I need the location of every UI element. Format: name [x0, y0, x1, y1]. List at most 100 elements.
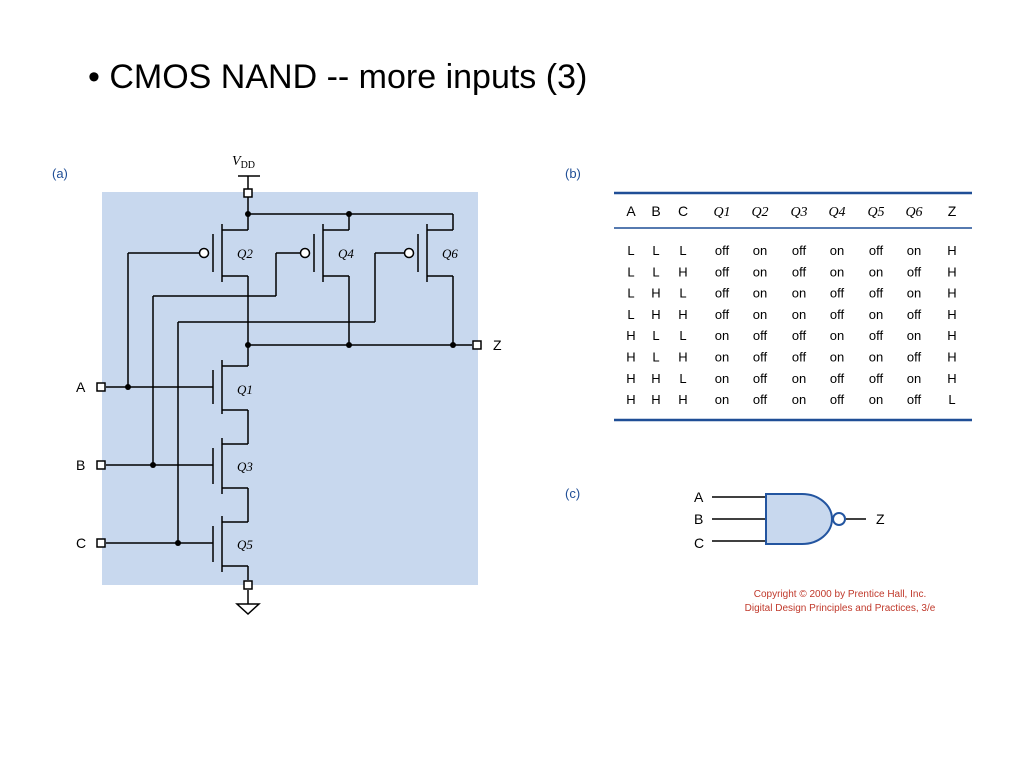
table-cell: on: [753, 286, 767, 301]
table-cell: on: [830, 264, 844, 279]
table-header-cell: Q4: [828, 205, 845, 220]
table-header-cell: Q1: [713, 205, 730, 220]
table-cell: L: [679, 371, 686, 386]
slide-title: • CMOS NAND -- more inputs (3): [88, 58, 588, 96]
table-cell: on: [753, 307, 767, 322]
table-cell: on: [792, 307, 806, 322]
table-cell: on: [753, 264, 767, 279]
table-cell: L: [679, 243, 686, 258]
table-cell: on: [715, 328, 729, 343]
table-header-cell: Q2: [751, 205, 768, 220]
table-cell: on: [907, 243, 921, 258]
schematic-background: [102, 192, 478, 585]
table-cell: H: [678, 264, 687, 279]
table-cell: H: [947, 286, 956, 301]
table-cell: on: [869, 350, 883, 365]
table-cell: L: [652, 328, 659, 343]
table-header-cell: B: [651, 203, 660, 219]
gate-input-a-label: A: [694, 489, 704, 505]
vdd-terminal: [243, 188, 253, 198]
copyright-line-2: Digital Design Principles and Practices,…: [744, 603, 936, 614]
gate-input-b-label: B: [694, 511, 703, 527]
table-header-cell: Q5: [867, 205, 884, 220]
table-cell: H: [651, 286, 660, 301]
table-cell: off: [869, 286, 884, 301]
table-cell: off: [753, 392, 768, 407]
input-c-label: C: [76, 535, 86, 551]
inversion-bubble: [832, 512, 846, 526]
table-cell: H: [678, 350, 687, 365]
gate-input-wires: [712, 496, 866, 542]
ground-terminal: [243, 580, 253, 590]
table-cell: H: [947, 328, 956, 343]
output-z-terminal: [472, 340, 482, 350]
table-cell: on: [715, 392, 729, 407]
table-cell: off: [715, 307, 730, 322]
table-cell: on: [753, 243, 767, 258]
gate-output-z-label: Z: [876, 511, 885, 527]
table-cell: H: [947, 307, 956, 322]
table-cell: off: [907, 264, 922, 279]
input-c-terminal: [96, 538, 106, 548]
junction-dots: [125, 211, 456, 546]
table-cell: off: [830, 392, 845, 407]
table-cell: H: [947, 350, 956, 365]
ground-icon: [235, 603, 261, 616]
table-cell: on: [792, 392, 806, 407]
table-cell: on: [907, 286, 921, 301]
table-cell: L: [652, 243, 659, 258]
table-cell: H: [651, 307, 660, 322]
table-header-cell: Z: [948, 203, 957, 219]
schematic-wires: [106, 175, 472, 604]
table-cell: off: [753, 371, 768, 386]
nand-gate-symbol: A B C Z: [694, 489, 885, 551]
table-cell: H: [626, 350, 635, 365]
table-cell: off: [907, 307, 922, 322]
table-cell: on: [830, 350, 844, 365]
input-a-label: A: [76, 379, 86, 395]
table-cell: L: [627, 243, 634, 258]
schematic-panel: VDD A B C Z Q2 Q4 Q6 Q1 Q3 Q5: [76, 154, 502, 616]
table-cell: off: [830, 371, 845, 386]
terminals: [96, 188, 482, 590]
table-cell: H: [626, 371, 635, 386]
table-cell: L: [627, 264, 634, 279]
table-cell: off: [715, 243, 730, 258]
table-cell: L: [679, 286, 686, 301]
table-cell: L: [679, 328, 686, 343]
table-cell: on: [715, 350, 729, 365]
table-cell: off: [715, 286, 730, 301]
table-cell: off: [869, 328, 884, 343]
table-cell: on: [715, 371, 729, 386]
table-cell: H: [947, 264, 956, 279]
table-cell: on: [830, 243, 844, 258]
table-cell: off: [907, 350, 922, 365]
table-cell: off: [753, 350, 768, 365]
table-cell: H: [626, 392, 635, 407]
input-b-terminal: [96, 460, 106, 470]
table-cell: L: [627, 286, 634, 301]
table-cell: H: [626, 328, 635, 343]
table-cell: on: [792, 286, 806, 301]
copyright-line-1: Copyright © 2000 by Prentice Hall, Inc.: [753, 589, 927, 600]
table-cell: H: [651, 371, 660, 386]
q5-label: Q5: [237, 537, 253, 552]
table-header-cell: Q3: [790, 205, 807, 220]
table-cell: off: [869, 243, 884, 258]
table-cell: off: [715, 264, 730, 279]
table-cell: off: [792, 328, 807, 343]
table-cell: H: [947, 243, 956, 258]
q2-label: Q2: [237, 246, 253, 261]
table-cell: L: [948, 392, 955, 407]
table-cell: H: [678, 307, 687, 322]
table-cell: on: [792, 371, 806, 386]
